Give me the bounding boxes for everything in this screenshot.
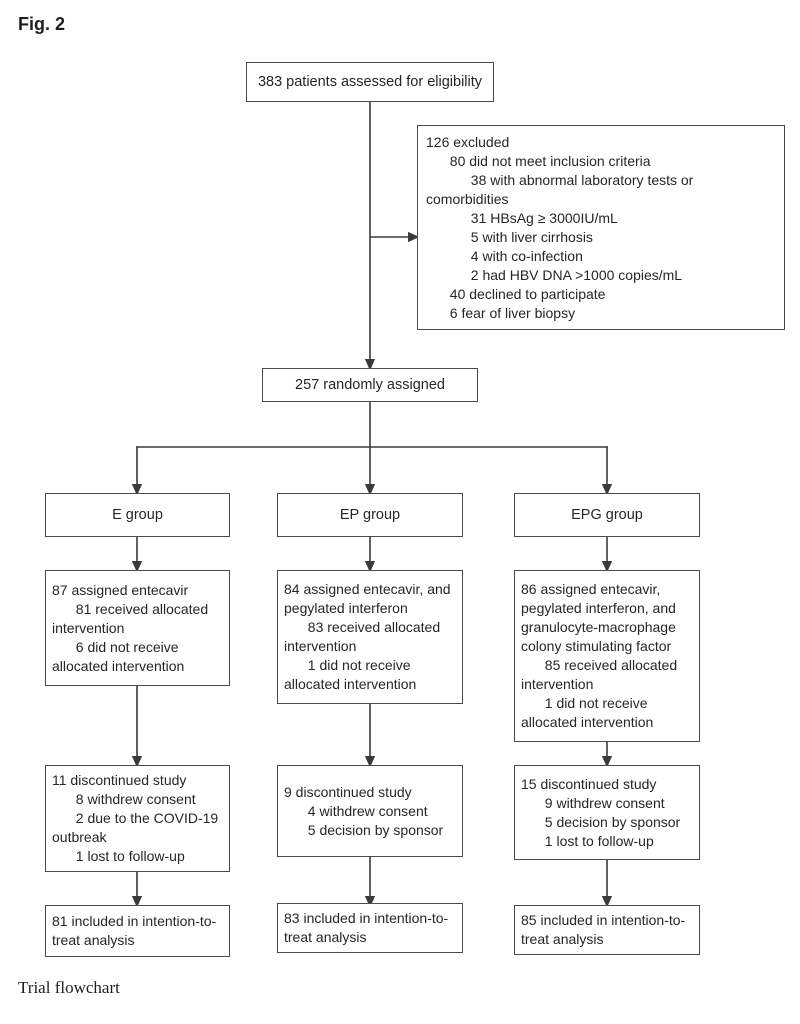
- discontinued-box-epg: 15 discontinued study 9 withdrew consent 5…: [514, 765, 700, 860]
- flow-line: 1 lost to follow-up: [75, 848, 185, 864]
- randomized-text: 257 randomly assigned: [295, 376, 445, 393]
- itt-box-e: 81 included in intention-to-treat analys…: [45, 905, 230, 957]
- discontinued-box-e: 11 discontinued study 8 withdrew consent 2…: [45, 765, 230, 872]
- flow-line: 1 did not receive allocated intervention: [521, 695, 654, 730]
- flow-line: 4 withdrew consent: [307, 802, 428, 819]
- figure-caption: Trial flowchart: [18, 978, 120, 997]
- flow-line: 38 with abnormal laboratory tests or com…: [426, 172, 694, 207]
- flow-line: 6 fear of liver biopsy: [449, 305, 576, 321]
- group-label-e: E group: [112, 506, 163, 523]
- flow-line: 1 lost to follow-up: [544, 832, 654, 849]
- eligibility-box: 383 patients assessed for eligibility: [246, 62, 494, 102]
- group-label-epg: EPG group: [571, 506, 643, 523]
- figure-label: Fig. 2: [18, 14, 66, 34]
- flow-line: 5 decision by sponsor: [544, 813, 681, 830]
- flow-line: 2 due to the COVID-19 outbreak: [52, 810, 219, 845]
- group-label-ep: EP group: [339, 506, 401, 523]
- flow-line: 5 decision by sponsor: [307, 821, 444, 838]
- flow-line: 9 withdrew consent: [544, 794, 665, 811]
- group-box-e: E group: [45, 493, 230, 537]
- flow-line: 87 assigned entecavir: [52, 581, 189, 598]
- flow-line: 84 assigned entecavir, and pegylated int…: [284, 581, 451, 616]
- flow-line: 80 did not meet inclusion criteria: [449, 153, 651, 169]
- itt-text-epg: 85 included in intention-to-treat analys…: [521, 912, 686, 947]
- eligibility-text: 383 patients assessed for eligibility: [257, 73, 483, 90]
- flow-line: 5 with liver cirrhosis: [470, 229, 593, 245]
- flow-line: 126 excluded: [426, 134, 510, 150]
- discontinued-box-ep: 9 discontinued study 4 withdrew consent 5 …: [277, 765, 463, 857]
- flow-line: 1 did not receive allocated intervention: [284, 657, 417, 692]
- assigned-box-e: 87 assigned entecavir 81 received allocat…: [45, 570, 230, 686]
- group-box-epg: EPG group: [514, 493, 700, 537]
- flow-line: 31 HBsAg ≥ 3000IU/mL: [470, 210, 618, 226]
- flow-line: 83 received allocated intervention: [284, 619, 441, 654]
- flow-line: 85 received allocated intervention: [521, 657, 678, 692]
- itt-text-ep: 83 included in intention-to-treat analys…: [284, 910, 449, 945]
- flow-line: 15 discontinued study: [521, 775, 657, 792]
- flow-line: 11 discontinued study: [52, 772, 187, 788]
- itt-box-epg: 85 included in intention-to-treat analys…: [514, 905, 700, 955]
- flow-line: 4 with co-infection: [470, 248, 583, 264]
- flow-line: 9 discontinued study: [284, 783, 412, 800]
- itt-text-e: 81 included in intention-to-treat analys…: [52, 913, 217, 948]
- flow-line: 81 received allocated intervention: [52, 600, 209, 636]
- assigned-box-epg: 86 assigned entecavir, pegylated interfe…: [514, 570, 700, 742]
- flow-line: 40 declined to participate: [449, 286, 606, 302]
- flow-line: 8 withdrew consent: [75, 791, 196, 807]
- flow-line: 86 assigned entecavir, pegylated interfe…: [521, 581, 676, 654]
- excluded-box: 126 excluded 80 did not meet inclusion cr…: [417, 125, 785, 330]
- group-box-ep: EP group: [277, 493, 463, 537]
- flow-line: 2 had HBV DNA >1000 copies/mL: [470, 267, 683, 283]
- randomized-box: 257 randomly assigned: [262, 368, 478, 402]
- itt-box-ep: 83 included in intention-to-treat analys…: [277, 903, 463, 953]
- flow-line: 6 did not receive allocated intervention: [52, 638, 185, 674]
- assigned-box-ep: 84 assigned entecavir, and pegylated int…: [277, 570, 463, 704]
